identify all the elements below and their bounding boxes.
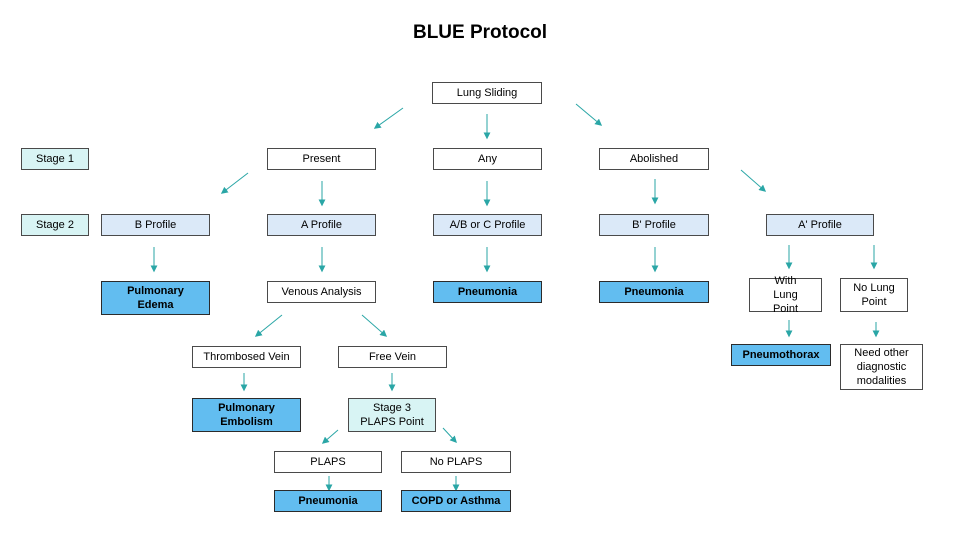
arrow-abolished-to-aprime bbox=[740, 169, 767, 192]
result-pneumonia-bprime: Pneumonia bbox=[599, 281, 709, 303]
node-present: Present bbox=[267, 148, 376, 170]
arrow-lung-to-present bbox=[373, 107, 404, 129]
node-need-other: Need other diagnostic modalities bbox=[840, 344, 923, 390]
arrow-venous-to-thrombosed bbox=[254, 314, 283, 337]
node-free-vein: Free Vein bbox=[338, 346, 447, 368]
node-no-plaps: No PLAPS bbox=[401, 451, 511, 473]
arrow-present-to-bprofile bbox=[220, 172, 249, 194]
result-pneumonia-plaps: Pneumonia bbox=[274, 490, 382, 512]
node-abc-profile: A/B or C Profile bbox=[433, 214, 542, 236]
node-b-profile: B Profile bbox=[101, 214, 210, 236]
node-lung-sliding: Lung Sliding bbox=[432, 82, 542, 104]
node-plaps: PLAPS bbox=[274, 451, 382, 473]
node-a-profile: A Profile bbox=[267, 214, 376, 236]
arrow-stage3-to-noplaps bbox=[442, 427, 457, 444]
stage-2-label: Stage 2 bbox=[21, 214, 89, 236]
node-no-lung-point: No Lung Point bbox=[840, 278, 908, 312]
page-title: BLUE Protocol bbox=[412, 22, 548, 43]
node-abolished: Abolished bbox=[599, 148, 709, 170]
result-copd-asthma: COPD or Asthma bbox=[401, 490, 511, 512]
node-stage3-plaps: Stage 3 PLAPS Point bbox=[348, 398, 436, 432]
result-pneumonia-abc: Pneumonia bbox=[433, 281, 542, 303]
result-pneumothorax: Pneumothorax bbox=[731, 344, 831, 366]
arrow-venous-to-free bbox=[361, 314, 388, 337]
stage-1-label: Stage 1 bbox=[21, 148, 89, 170]
arrow-lung-to-abolished bbox=[575, 103, 603, 126]
node-venous-analysis: Venous Analysis bbox=[267, 281, 376, 303]
result-pulmonary-edema: Pulmonary Edema bbox=[101, 281, 210, 315]
node-b-prime-profile: B' Profile bbox=[599, 214, 709, 236]
node-a-prime-profile: A' Profile bbox=[766, 214, 874, 236]
node-with-lung-point: With Lung Point bbox=[749, 275, 822, 315]
node-any: Any bbox=[433, 148, 542, 170]
node-thrombosed-vein: Thrombosed Vein bbox=[192, 346, 301, 368]
result-pulmonary-embolism: Pulmonary Embolism bbox=[192, 398, 301, 432]
arrow-stage3-to-plaps bbox=[321, 429, 339, 444]
